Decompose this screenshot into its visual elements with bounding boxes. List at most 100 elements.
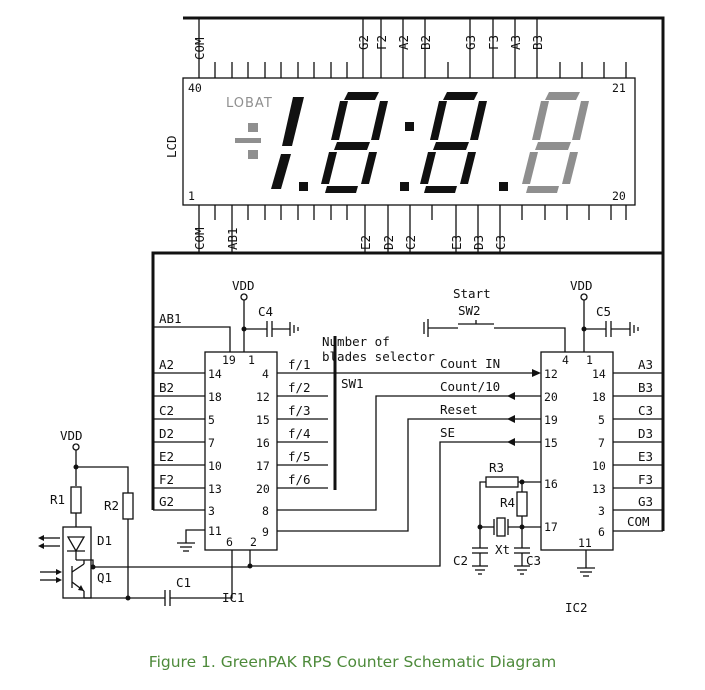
osc-r3: R3 (489, 460, 504, 475)
sensor-vdd-label: VDD (60, 428, 83, 443)
ic2-pin-20: 20 (544, 390, 558, 404)
ic2-cap-c5: C5 (596, 304, 611, 319)
ic1-pin-6: 6 (226, 535, 233, 549)
start-switch-label: SW2 (458, 303, 481, 318)
decimal-point-1 (299, 182, 308, 191)
lcd-pin-e3: E3 (449, 235, 464, 250)
ic1-signal-b2: B2 (159, 380, 174, 395)
bus-se: SE (440, 425, 455, 440)
ic1-pin-20: 20 (256, 482, 270, 496)
ic1-pin-13: 13 (208, 482, 222, 496)
ic2-signal-a3: A3 (638, 357, 653, 372)
lcd-pin-a2: A2 (396, 35, 411, 50)
optical-sensor: VDD R1 R2 D1 Q1 (38, 428, 250, 606)
ic1-pin-9: 9 (262, 525, 269, 539)
lcd-pin-e2: E2 (358, 235, 373, 250)
ic1: IC1 VDD C4 AB1 19 1 A2 B2 C2 D2 E2 F2 G2 (153, 278, 335, 605)
lcd-pin-g3: G3 (463, 35, 478, 50)
lcd-bottom-leads (198, 205, 627, 253)
bus-reset: Reset (440, 402, 478, 417)
ic2-signal-b3: B3 (638, 380, 653, 395)
start-label: Start (453, 286, 491, 301)
ic1-pin-14: 14 (208, 367, 222, 381)
oscillator: R3 R4 Xt C2 C3 (453, 460, 541, 575)
lcd-pin-b2: B2 (418, 35, 433, 50)
lcd-pin-ab1: AB1 (225, 227, 240, 250)
ic2-pin-17: 17 (544, 520, 558, 534)
control-bus: Count IN Count/10 Reset SE (247, 356, 541, 569)
lcd-pin-d3: D3 (471, 235, 486, 250)
figure-caption: Figure 1. GreenPAK RPS Counter Schematic… (148, 653, 557, 671)
lcd-pin-d2: D2 (381, 235, 396, 250)
ic1-cap-c4: C4 (258, 304, 273, 319)
ic1-signal-ab1: AB1 (159, 311, 182, 326)
ic2-pin-18: 18 (592, 390, 606, 404)
lcd-pin-f2: F2 (374, 35, 389, 50)
ic1-pin-12: 12 (256, 390, 270, 404)
digit-8-first (321, 92, 388, 193)
ic2-pin-15: 15 (544, 436, 558, 450)
lcd-corner-40: 40 (188, 81, 202, 95)
decimal-point-2 (499, 182, 508, 191)
lcd-pin-g2: G2 (356, 35, 371, 50)
ic2: IC2 VDD C5 4 1 12 20 19 15 16 17 14 18 5… (540, 253, 665, 615)
digit-1 (271, 97, 304, 189)
ic1-body (204, 351, 278, 551)
ic2-pin-19: 19 (544, 413, 558, 427)
ic1-pin-19: 19 (222, 353, 236, 367)
lcd-label: LCD (164, 135, 179, 158)
ic2-signal-g3: G3 (638, 494, 653, 509)
led-d1 (66, 536, 86, 553)
ic2-pin-12: 12 (544, 367, 558, 381)
colon-top (405, 122, 414, 131)
ic2-pin-3: 3 (598, 504, 605, 518)
ic1-pin-15: 15 (256, 413, 270, 427)
ic1-signal-g2: G2 (159, 494, 174, 509)
ic2-name: IC2 (565, 600, 588, 615)
ic1-pin-4: 4 (262, 367, 269, 381)
lcd-pin-c3: C3 (493, 235, 508, 250)
sensor-r2: R2 (104, 498, 119, 513)
ic1-signal-e2: E2 (159, 449, 174, 464)
ic1-signal-f4: f/4 (288, 426, 311, 441)
sensor-c1: C1 (176, 575, 191, 590)
selector-label-line2: blades selector (322, 349, 435, 364)
bus-count-in: Count IN (440, 356, 500, 371)
ic1-signal-c2: C2 (159, 403, 174, 418)
ic2-vdd-label: VDD (570, 278, 593, 293)
ic1-pin-1: 1 (248, 353, 255, 367)
lcd-corner-1: 1 (188, 189, 195, 203)
ic2-pin-1: 1 (586, 353, 593, 367)
lcd-display: COM G2 F2 A2 B2 G3 F3 A3 B3 COM AB1 E2 D… (151, 16, 665, 510)
lcd-top-pin-labels: COM G2 F2 A2 B2 G3 F3 A3 B3 (192, 35, 545, 60)
osc-r4: R4 (500, 495, 515, 510)
sensor-q1: Q1 (97, 570, 112, 585)
ic1-pin-7: 7 (208, 436, 215, 450)
ic1-signal-d2: D2 (159, 426, 174, 441)
selector-switch-label: SW1 (341, 376, 364, 391)
minus-sign-segments (235, 123, 261, 159)
ic1-pin-16: 16 (256, 436, 270, 450)
lobat-indicator: LOBAT (226, 96, 273, 111)
lcd-top-leads (198, 18, 627, 78)
ic2-pin-10: 10 (592, 459, 606, 473)
lcd-corner-20: 20 (612, 189, 626, 203)
ic2-signal-d3: D3 (638, 426, 653, 441)
ic1-pin-2: 2 (250, 535, 257, 549)
ic1-pin-5: 5 (208, 413, 215, 427)
ic1-pin-3: 3 (208, 504, 215, 518)
digit-8-second (420, 92, 487, 193)
ic2-pin-6: 6 (598, 525, 605, 539)
ic2-pin-11: 11 (578, 536, 592, 550)
lcd-pin-f3: F3 (486, 35, 501, 50)
ic1-signal-f5: f/5 (288, 449, 311, 464)
ic2-pin-7: 7 (598, 436, 605, 450)
osc-c2: C2 (453, 553, 468, 568)
ic1-pin-8: 8 (262, 504, 269, 518)
ic2-pin-4: 4 (562, 353, 569, 367)
ic1-name: IC1 (222, 590, 245, 605)
ic2-signal-com: COM (627, 514, 650, 529)
resistor-r1 (70, 486, 82, 514)
resistor-r2 (122, 492, 134, 520)
